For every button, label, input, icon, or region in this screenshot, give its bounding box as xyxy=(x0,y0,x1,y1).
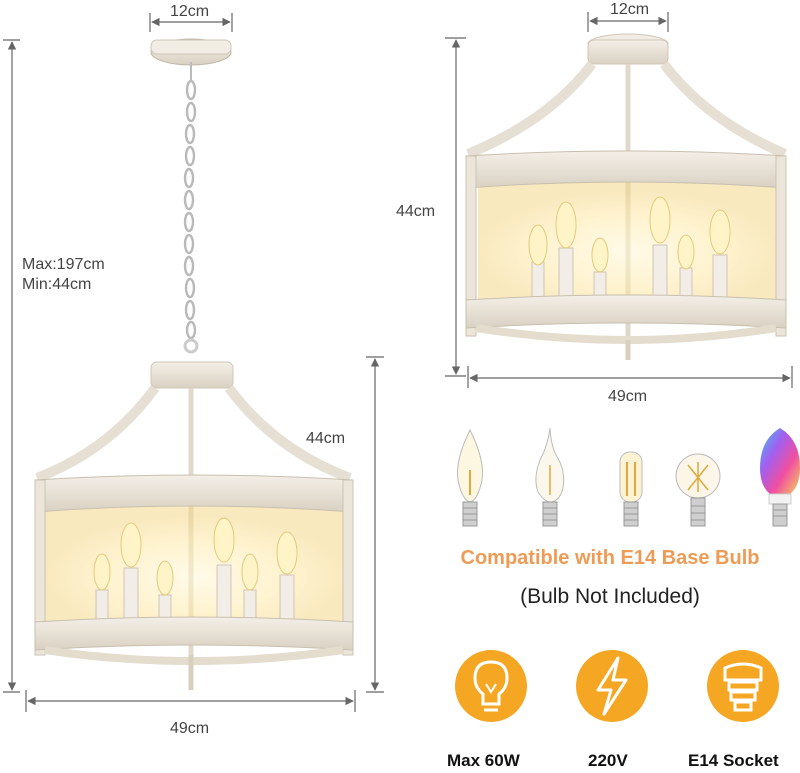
lightning-bolt-icon xyxy=(576,650,648,722)
left-dimension-lines xyxy=(3,13,384,712)
compatibility-text: Compatible with E14 Base Bulb xyxy=(460,547,760,569)
lightbulb-icon xyxy=(455,650,527,722)
socket-icon xyxy=(707,650,779,722)
left-canopy-width-label: 12cm xyxy=(170,3,210,20)
candle-bulb-icon xyxy=(457,428,483,527)
left-body-height-label: 44cm xyxy=(306,430,346,447)
right-width-label: 49cm xyxy=(608,388,648,405)
bulb-not-included-note: (Bulb Not Included) xyxy=(520,585,700,608)
left-height-min-label: Min:44cm xyxy=(22,276,92,293)
flame-tip-bulb-icon xyxy=(535,427,565,527)
voltage-label: 220V xyxy=(588,751,628,770)
rgb-smart-bulb-icon xyxy=(760,428,800,527)
right-height-label: 44cm xyxy=(396,203,436,220)
left-height-max-label: Max:197cm xyxy=(22,256,105,273)
right-dimension-lines xyxy=(445,12,793,388)
tubular-bulb-icon xyxy=(619,451,643,527)
right-flush-fixture xyxy=(465,33,787,360)
left-pendant-fixture xyxy=(34,38,354,690)
right-canopy-width-label: 12cm xyxy=(610,1,650,18)
socket-type-label: E14 Socket xyxy=(688,751,779,770)
globe-bulb-icon xyxy=(675,453,721,527)
left-width-label: 49cm xyxy=(170,720,210,737)
max-wattage-label: Max 60W xyxy=(447,751,520,770)
